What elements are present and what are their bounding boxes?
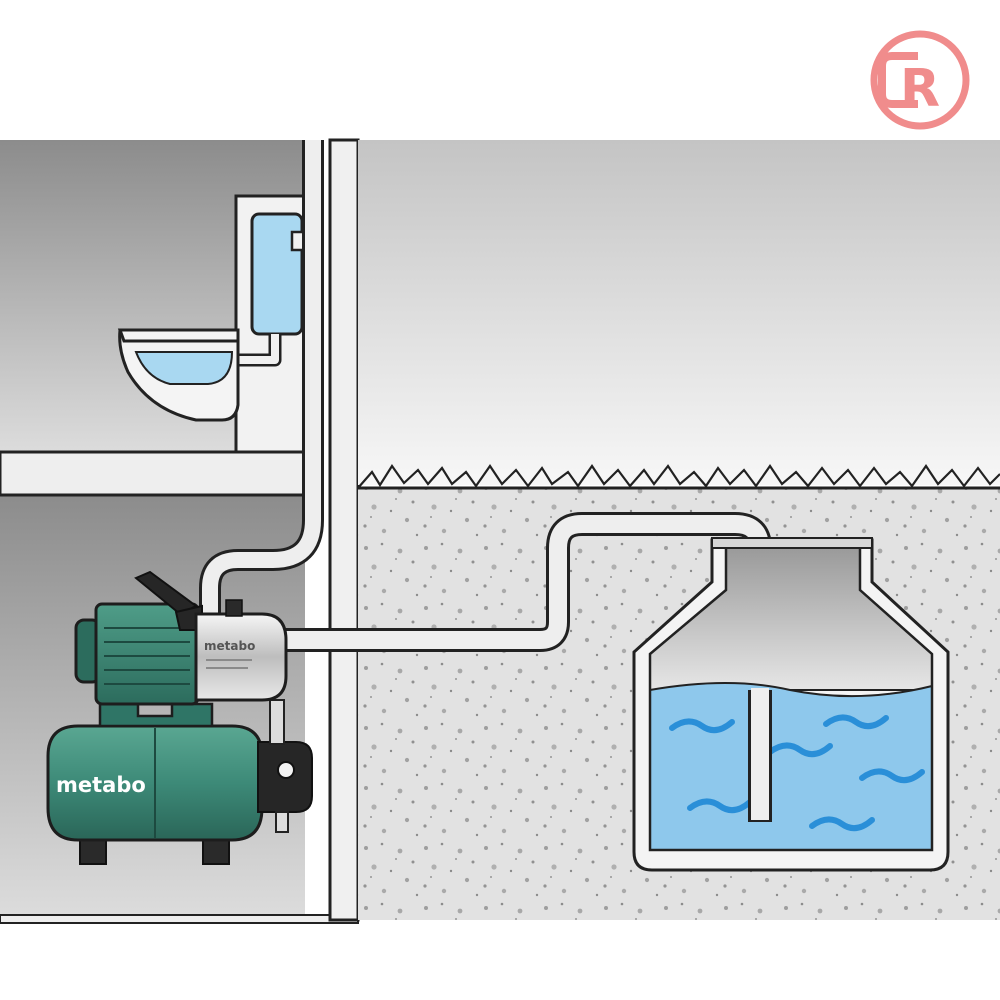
toilet-water bbox=[134, 351, 234, 385]
toilet-group bbox=[117, 194, 322, 454]
outer-wall bbox=[328, 138, 360, 922]
rainwater-tank bbox=[632, 537, 950, 872]
logo-c-mark bbox=[878, 52, 918, 108]
toilet-seat bbox=[117, 328, 240, 343]
housing-brand-label: metabo bbox=[204, 639, 255, 653]
riser-pipe bbox=[199, 140, 324, 640]
logo-glyph: R bbox=[900, 59, 940, 119]
tank-neck-lid bbox=[711, 537, 873, 549]
pump-station: metabo metabo bbox=[46, 570, 313, 865]
carry-handle bbox=[134, 570, 198, 616]
suction-pipe bbox=[280, 512, 772, 822]
pump-housing bbox=[194, 612, 288, 702]
grass-line bbox=[357, 464, 1000, 489]
tank-inner-wall bbox=[648, 548, 934, 852]
floor-slab bbox=[0, 450, 307, 497]
outdoor-backdrop bbox=[358, 140, 1000, 485]
tank-brand-label: metabo bbox=[56, 773, 146, 797]
water-waves bbox=[669, 714, 925, 832]
pressure-gauge bbox=[277, 761, 295, 779]
tank-water bbox=[649, 682, 933, 851]
brand-logo: R bbox=[870, 30, 970, 130]
motor-fins bbox=[104, 627, 190, 685]
lower-floor bbox=[0, 914, 359, 924]
